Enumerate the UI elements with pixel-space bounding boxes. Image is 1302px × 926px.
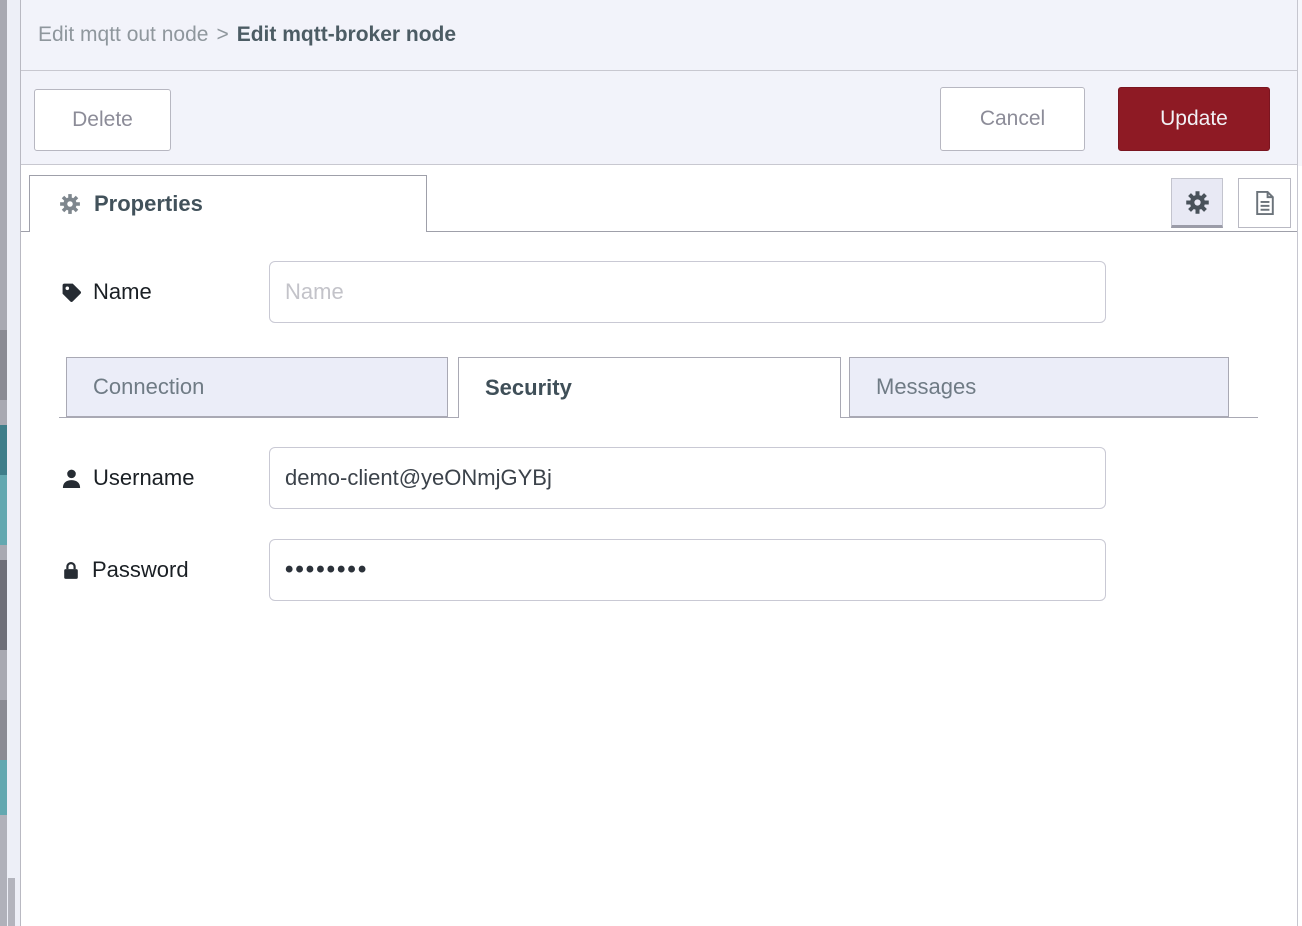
scrollbar-thumb[interactable] — [8, 878, 15, 926]
tab-properties[interactable]: Properties — [29, 175, 427, 232]
palette-node-fragment — [0, 425, 7, 475]
node-settings-button[interactable] — [1171, 178, 1223, 228]
node-description-button[interactable] — [1238, 178, 1291, 228]
name-label-group: Name — [61, 261, 152, 323]
username-input[interactable] — [269, 447, 1106, 509]
palette-node-fragment — [0, 475, 7, 545]
tray-right-gap — [1298, 0, 1302, 166]
gear-icon — [1185, 190, 1210, 215]
delete-button[interactable]: Delete — [34, 89, 171, 151]
tab-connection[interactable]: Connection — [66, 357, 448, 417]
update-button[interactable]: Update — [1118, 87, 1270, 151]
tag-icon — [61, 282, 82, 303]
tray-body: Properties — [21, 166, 1297, 926]
palette-node-fragment — [0, 700, 7, 760]
username-label-group: Username — [61, 447, 194, 509]
tab-security[interactable]: Security — [458, 357, 841, 418]
password-label-group: Password — [61, 539, 189, 601]
tab-messages[interactable]: Messages — [849, 357, 1229, 417]
password-input[interactable] — [269, 539, 1106, 601]
palette-node-fragment — [0, 330, 7, 400]
name-label: Name — [93, 279, 152, 304]
document-icon — [1252, 190, 1278, 216]
breadcrumb-current: Edit mqtt-broker node — [236, 23, 457, 46]
lock-icon — [61, 560, 81, 581]
name-input[interactable] — [269, 261, 1106, 323]
password-label: Password — [92, 557, 189, 582]
edit-node-tray: Edit mqtt out node > Edit mqtt-broker no… — [20, 0, 1298, 926]
tray-toolbar: Delete Cancel Update — [21, 71, 1297, 165]
tray-header: Edit mqtt out node > Edit mqtt-broker no… — [21, 0, 1297, 71]
user-icon — [61, 468, 82, 489]
palette-node-fragment — [0, 560, 7, 650]
palette-node-fragment — [0, 815, 7, 926]
workspace-edge-sliver — [0, 0, 7, 926]
palette-node-fragment — [0, 760, 7, 815]
editor-tabbar-border — [21, 231, 1297, 232]
gear-icon — [59, 193, 81, 215]
properties-tab-label: Properties — [94, 191, 203, 216]
cancel-button[interactable]: Cancel — [940, 87, 1085, 151]
username-label: Username — [93, 465, 195, 490]
breadcrumb-parent[interactable]: Edit mqtt out node — [38, 23, 209, 46]
scrollbar-track[interactable] — [7, 0, 20, 926]
breadcrumb-separator: > — [216, 23, 229, 46]
